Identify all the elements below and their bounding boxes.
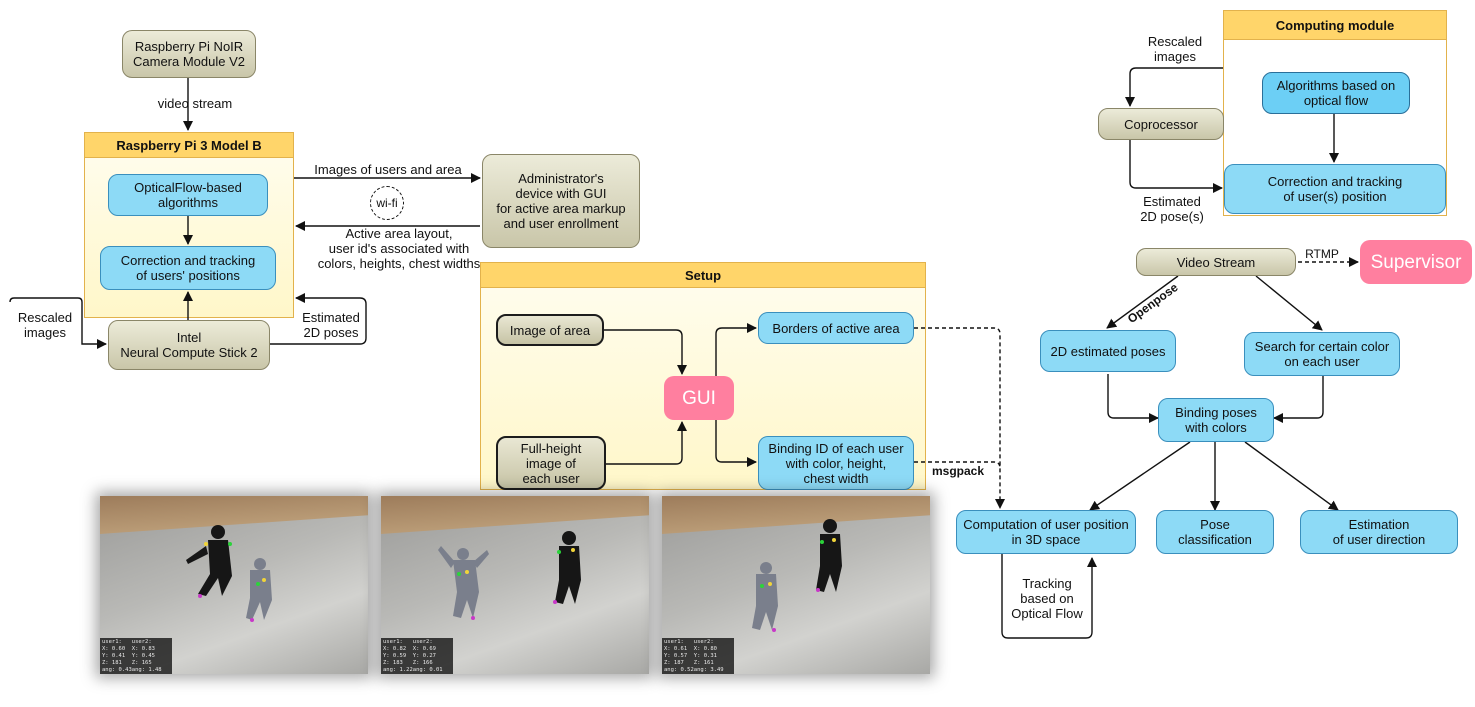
active-area-layout-label: Active area layout, user id's associated… xyxy=(317,226,481,271)
msgpack-label: msgpack xyxy=(931,464,985,478)
users-figure-3 xyxy=(752,519,842,632)
coordinates-overlay-2: user1: user2: X: 0.82 X: 0.69 Y: 0.59 Y:… xyxy=(381,638,453,674)
opticalflow-algorithms-node: OpticalFlow-based algorithms xyxy=(108,174,268,216)
edge-fullheight-gui xyxy=(606,421,687,465)
coprocessor-node: Coprocessor xyxy=(1098,108,1224,140)
images-users-area-label: Images of users and area xyxy=(314,162,462,177)
edge-rescaled-coprocessor xyxy=(1125,67,1223,107)
edge-binding-direction xyxy=(1244,441,1339,511)
compute-correction-node: Correction and tracking of user(s) posit… xyxy=(1224,164,1446,214)
edge-stream-estimated xyxy=(1106,275,1179,329)
edge-binding-computation xyxy=(1089,441,1191,511)
algorithms-optical-flow-node: Algorithms based on optical flow xyxy=(1262,72,1410,114)
estimated-poses-node: 2D estimated poses xyxy=(1040,330,1176,372)
edge-estimated-rpi xyxy=(270,293,367,345)
setup-title: Setup xyxy=(481,263,925,288)
wifi-icon: wi-fi xyxy=(370,186,404,220)
compute-rescaled-label: Rescaled images xyxy=(1147,34,1203,64)
binding-id-node: Binding ID of each user with color, heig… xyxy=(758,436,914,490)
coordinates-overlay-1: user1: user2: X: 0.60 X: 0.83 Y: 0.41 Y:… xyxy=(100,638,172,674)
camera-frame-1: user1: user2: X: 0.60 X: 0.83 Y: 0.41 Y:… xyxy=(100,496,368,674)
edge-computation-tracking xyxy=(1001,554,1097,639)
full-height-image-node: Full-height image of each user xyxy=(496,436,606,490)
administrator-device-node: Administrator's device with GUI for acti… xyxy=(482,154,640,248)
borders-active-area-node: Borders of active area xyxy=(758,312,914,344)
camera-module-node: Raspberry Pi NoIR Camera Module V2 xyxy=(122,30,256,78)
video-stream-label: video stream xyxy=(157,96,233,111)
raspberry-pi-title: Raspberry Pi 3 Model B xyxy=(85,133,293,158)
edge-rescaled-ncs xyxy=(9,297,107,349)
neural-compute-stick-node: Intel Neural Compute Stick 2 xyxy=(108,320,270,370)
supervisor-node: Supervisor xyxy=(1360,240,1472,284)
camera-frame-2: user1: user2: X: 0.82 X: 0.69 Y: 0.59 Y:… xyxy=(381,496,649,674)
coordinates-overlay-3: user1: user2: X: 0.61 X: 0.80 Y: 0.57 Y:… xyxy=(662,638,734,674)
rtmp-label: RTMP xyxy=(1305,247,1339,261)
edge-binding-computation-dashed xyxy=(914,461,1001,469)
estimated-2d-poses-label: Estimated 2D poses xyxy=(302,310,360,340)
gui-node: GUI xyxy=(664,376,734,420)
compute-estimated-label: Estimated 2D pose(s) xyxy=(1140,194,1204,224)
edge-imagearea-gui xyxy=(604,329,687,375)
search-color-node: Search for certain color on each user xyxy=(1244,332,1400,376)
edge-borders-computation-dashed xyxy=(914,327,1005,509)
users-figure-1 xyxy=(186,525,272,622)
image-of-area-node: Image of area xyxy=(496,314,604,346)
edge-gui-borders xyxy=(715,323,757,380)
computing-module-title: Computing module xyxy=(1224,11,1446,40)
pose-classification-node: Pose classification xyxy=(1156,510,1274,554)
correction-tracking-node: Correction and tracking of users' positi… xyxy=(100,246,276,290)
computation-3d-node: Computation of user position in 3D space xyxy=(956,510,1136,554)
rescaled-images-label: Rescaled images xyxy=(17,310,73,340)
edge-search-binding xyxy=(1273,376,1324,423)
edge-coprocessor-correction xyxy=(1129,140,1223,193)
users-figure-2 xyxy=(438,531,581,620)
video-stream-node: Video Stream xyxy=(1136,248,1296,276)
estimation-direction-node: Estimation of user direction xyxy=(1300,510,1458,554)
tracking-optical-flow-label: Tracking based on Optical Flow xyxy=(1011,576,1083,621)
edge-gui-binding xyxy=(715,420,757,467)
binding-poses-node: Binding poses with colors xyxy=(1158,398,1274,442)
edge-estimated-binding xyxy=(1107,374,1159,423)
edge-stream-search xyxy=(1255,275,1323,331)
camera-frame-3: user1: user2: X: 0.61 X: 0.80 Y: 0.57 Y:… xyxy=(662,496,930,674)
